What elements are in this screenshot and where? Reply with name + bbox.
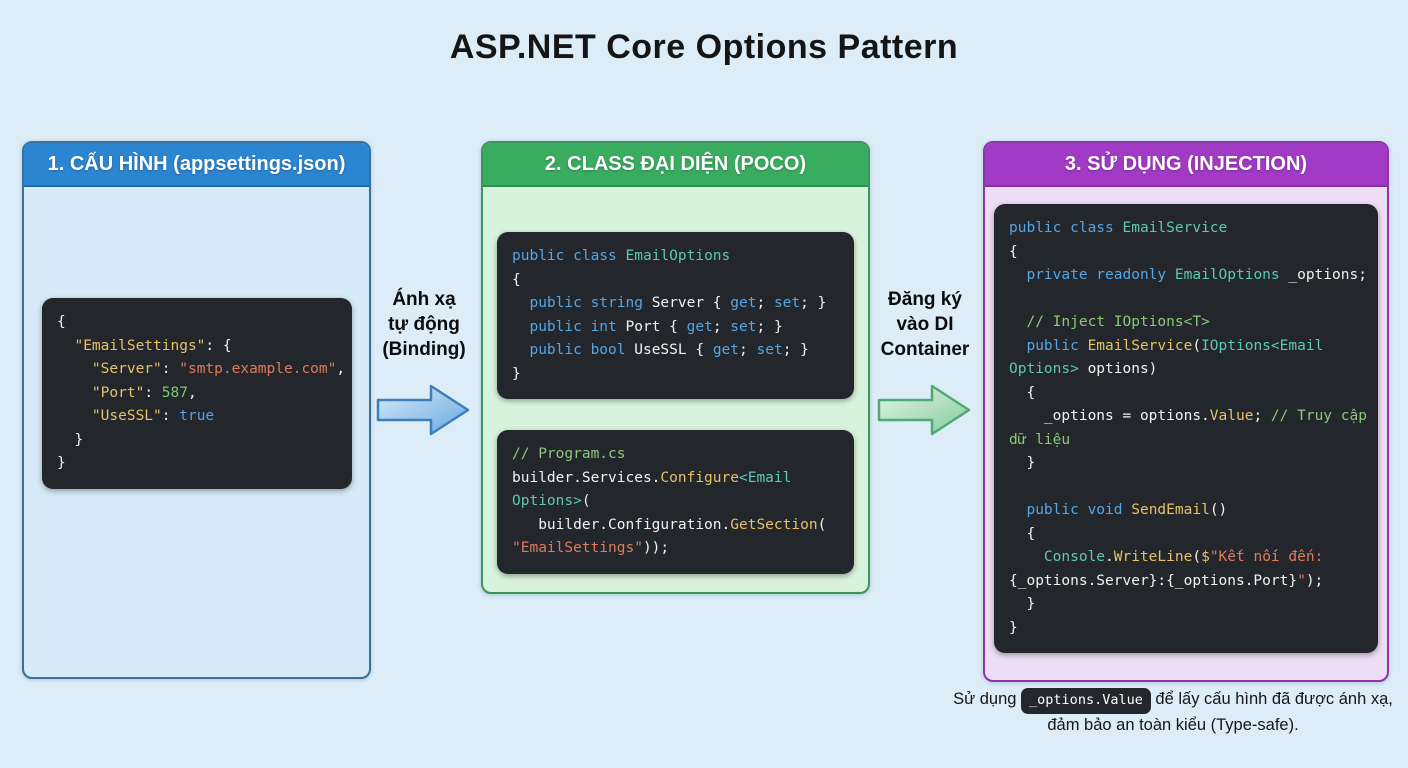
panel-config: 1. CẤU HÌNH (appsettings.json) { "EmailS… (22, 141, 371, 679)
page-title: ASP.NET Core Options Pattern (449, 28, 959, 66)
right-arrow-icon (376, 384, 470, 436)
di-arrow-label-line1: Đăng ký (888, 289, 962, 310)
appsettings-json-code-block: { "EmailSettings": { "Server": "smtp.exa… (42, 298, 352, 489)
di-arrow-label-line3: Container (880, 339, 970, 360)
panel-injection-header: 3. SỬ DỤNG (INJECTION) (985, 143, 1387, 187)
email-service-code-block: public class EmailService{ private reado… (994, 204, 1378, 653)
options-value-chip: _options.Value (1021, 688, 1151, 714)
panel-poco: 2. CLASS ĐẠI DIỆN (POCO) public class Em… (481, 141, 870, 594)
panel-poco-header: 2. CLASS ĐẠI DIỆN (POCO) (483, 143, 868, 187)
binding-arrow-label-line1: Ánh xạ (392, 289, 456, 310)
panel-config-header: 1. CẤU HÌNH (appsettings.json) (24, 143, 369, 187)
binding-arrow-label: Ánh xạ tự động (Binding) (366, 287, 482, 362)
binding-arrow-label-line2: tự động (388, 314, 460, 335)
binding-arrow-label-line3: (Binding) (382, 339, 466, 360)
right-arrow-icon (877, 384, 971, 436)
footer-note: Sử dụng _options.Value để lấy cấu hình đ… (953, 688, 1393, 734)
email-options-class-code-block: public class EmailOptions{ public string… (497, 232, 854, 399)
di-arrow-label: Đăng ký vào DI Container (868, 287, 982, 362)
di-arrow-label-line2: vào DI (896, 314, 954, 335)
panel-injection: 3. SỬ DỤNG (INJECTION) public class Emai… (983, 141, 1389, 682)
